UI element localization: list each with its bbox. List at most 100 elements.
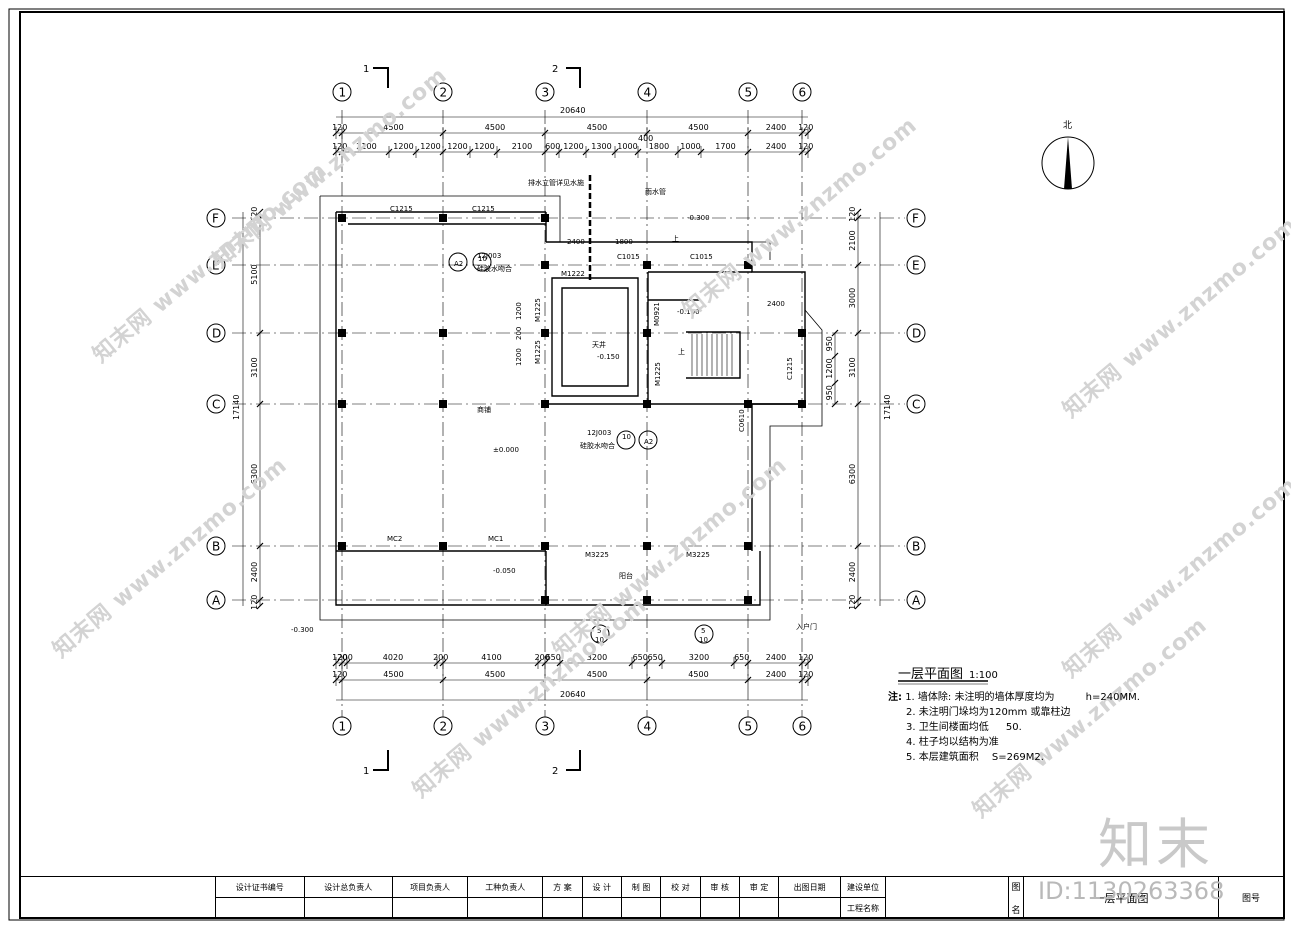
left-small-dim-3: 1200: [515, 348, 523, 366]
column: [541, 542, 549, 550]
dim-label-top-row2: 120: [332, 142, 347, 151]
dim-label-top-row1: 120: [332, 123, 347, 132]
north-arrow-icon: [1041, 136, 1095, 190]
axis-bubble-label-F: F: [212, 212, 219, 226]
title-block-blank: [20, 876, 216, 919]
dim-label-bottom-row1: 650: [633, 653, 648, 662]
axis-bubble-label-5: 5: [745, 720, 753, 734]
note-3-text: 3. 卫生间楼面均低: [906, 722, 989, 733]
tb-empty: [778, 897, 841, 919]
axis-bubble-A: [906, 590, 926, 610]
dim-label-top-row2: 1200: [420, 142, 440, 151]
level-300-left: -0.300: [291, 626, 314, 634]
room-terrace: 阳台: [619, 571, 633, 580]
tb-cell-chief: 设计总负责人: [303, 876, 393, 898]
dim-top-extra: 400: [638, 134, 653, 143]
column: [338, 329, 346, 337]
tb-empty: [660, 897, 701, 919]
axis-bubble-4: [637, 716, 657, 736]
dim-label-right-inner: 1200: [825, 358, 834, 378]
dim-label-right-outer: 3000: [848, 288, 857, 308]
dim-tick-left: [256, 542, 264, 550]
ref-12j003-b: 12J003: [587, 429, 611, 437]
dim-tick-right-inner: [831, 379, 839, 387]
dim-label-bottom-row2: 4500: [587, 670, 607, 679]
column: [643, 542, 651, 550]
level-100: -0.100: [677, 308, 700, 316]
dim-right-overall: 17140: [883, 395, 892, 420]
axis-bubble-C: [206, 394, 226, 414]
sheet-border-outer: [8, 8, 1285, 921]
dim-label-top-row2: 1000: [617, 142, 637, 151]
dim-label-top-row2: 1200: [393, 142, 413, 151]
columns: [338, 214, 806, 604]
axis-bubble-1: [332, 716, 352, 736]
axis-bubble-label-C: C: [912, 398, 920, 412]
tb-side-label: 图名: [1008, 876, 1024, 919]
detail-5-b: 5: [701, 627, 705, 635]
tb-side-label-2: 名: [1011, 905, 1021, 916]
axis-bubble-B: [906, 536, 926, 556]
section-mark-1-top: 1: [363, 64, 369, 75]
dim-tick-right-outer: [854, 261, 862, 269]
dim-label-right-inner: 950: [825, 336, 834, 351]
dim-label-right-outer: 120: [848, 595, 857, 610]
dim-label-top-row2: 1200: [474, 142, 494, 151]
dim-tick-right-inner: [831, 329, 839, 337]
axis-bubble-label-D: D: [912, 327, 921, 341]
room-shop: 商铺: [477, 405, 491, 414]
column: [643, 400, 651, 408]
dim-label-top-row1: 120: [798, 123, 813, 132]
left-small-dim-1: 1200: [515, 302, 523, 320]
dim-label-top-row2: 1800: [649, 142, 669, 151]
dim-label-bottom-row2: 4500: [383, 670, 403, 679]
axis-bubble-5: [738, 716, 758, 736]
ref-note-b: 硅胶水吻合: [580, 441, 615, 450]
dim-top-overall: 20640: [560, 106, 585, 115]
dim-label-bottom-row1: 200: [433, 653, 448, 662]
dim-label-left: 120: [250, 207, 259, 222]
dim-tick-right-inner: [831, 352, 839, 360]
wall-6: [335, 551, 546, 606]
column: [541, 261, 549, 269]
column: [439, 214, 447, 222]
axis-bubble-E: [906, 255, 926, 275]
tb-cell-approve: 审 定: [738, 876, 780, 898]
door-m3225-a: M3225: [585, 551, 609, 559]
level-050: -0.050: [493, 567, 516, 575]
note-3: 3. 卫生间楼面均低 50.: [888, 720, 1140, 735]
axis-bubble-4: [637, 82, 657, 102]
ref-num-10-b: 10: [622, 433, 631, 441]
axis-bubble-label-F: F: [912, 212, 919, 226]
dim-label-right-outer: 3100: [848, 357, 857, 377]
dim-tick-right-outer: [854, 400, 862, 408]
column: [643, 261, 651, 269]
dim-label-top-row2: 1200: [447, 142, 467, 151]
axis-bubble-label-1: 1: [339, 86, 347, 100]
door-m1225-a: M1225: [534, 298, 542, 322]
dim-label-top-row1: 4500: [587, 123, 607, 132]
column: [541, 400, 549, 408]
dim-label-top-row2: 1700: [715, 142, 735, 151]
dim-label-top-row2: 2400: [766, 142, 786, 151]
tb-cell-pm: 项目负责人: [391, 876, 469, 898]
axis-bubble-label-4: 4: [644, 720, 652, 734]
entrance-label: 入户门: [796, 622, 817, 631]
column: [338, 400, 346, 408]
column: [439, 400, 447, 408]
axis-bubble-label-5: 5: [745, 86, 753, 100]
note-2: 2. 未注明门垛均为120mm 或靠柱边: [888, 705, 1140, 720]
tb-cell-scheme: 方 案: [542, 876, 583, 898]
axis-bubble-B: [206, 536, 226, 556]
section-marks: [373, 67, 581, 771]
dim-tick-left: [256, 602, 264, 610]
ref-note-a: 硅胶水吻合: [477, 264, 512, 273]
tb-cell-review: 审 核: [699, 876, 740, 898]
id-watermark: ID:1130263368: [1038, 877, 1225, 905]
tb-empty: [542, 897, 583, 919]
dim-2400-right: 2400: [767, 300, 785, 308]
axis-bubble-6: [792, 716, 812, 736]
dim-label-top-row1: 4500: [688, 123, 708, 132]
axis-bubble-label-C: C: [212, 398, 220, 412]
title-block: 设计证书编号 设计总负责人 项目负责人 工种负责人 方 案 设 计 制 图 校 …: [20, 876, 1284, 919]
